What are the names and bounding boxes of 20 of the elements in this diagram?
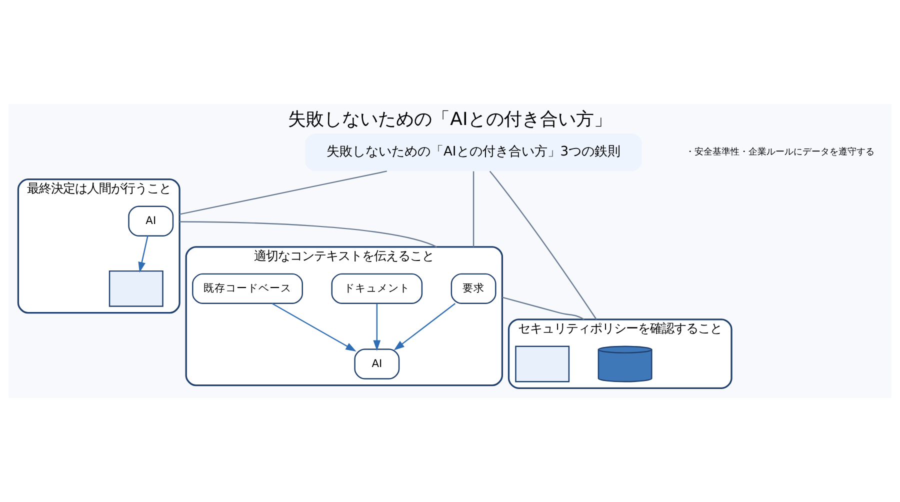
node-box: 既存コードベース <box>192 273 303 304</box>
connector <box>180 221 437 248</box>
connector <box>472 171 474 247</box>
connector <box>489 170 597 320</box>
connector <box>502 296 584 320</box>
connector <box>179 170 387 215</box>
arrow <box>138 236 148 273</box>
cluster: セキュリティポリシーを確認すること <box>508 318 732 389</box>
node-box <box>515 346 570 382</box>
arrow <box>373 304 381 351</box>
diagram-title: 失敗しないための「AIとの付き合い方」 <box>288 108 612 130</box>
node-box: ドキュメント <box>331 273 423 304</box>
node-box <box>108 270 164 307</box>
node-box: AI <box>128 206 174 236</box>
arrow <box>394 303 456 350</box>
label: ・安全基準性・企業ルールにデータを遵守する <box>685 148 874 158</box>
node-box: AI <box>354 348 400 380</box>
node-box: 失敗しないための「AIとの付き合い方」3つの鉄則 <box>305 133 642 172</box>
node-box: 要求 <box>450 273 496 304</box>
arrow <box>272 303 356 352</box>
